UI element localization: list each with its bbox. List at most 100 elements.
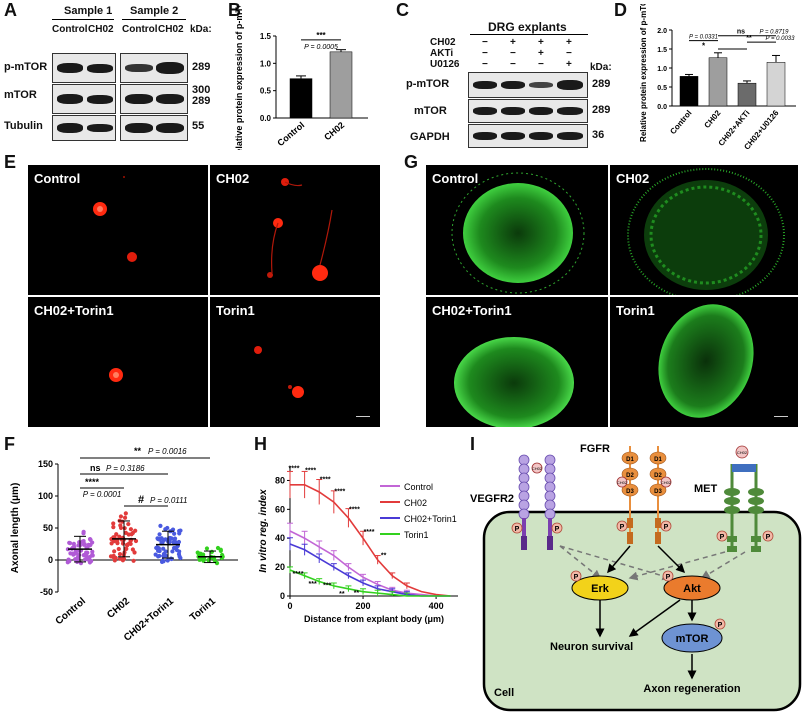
vegfr2-domain xyxy=(518,499,530,511)
fgfr-domain-label: D2 xyxy=(626,473,634,479)
data-point xyxy=(65,547,71,552)
vegfr2-domain xyxy=(544,463,556,475)
sample2-label: Sample 2 xyxy=(130,5,179,17)
micrograph-label: CH02 xyxy=(216,171,250,186)
fgfr-domain xyxy=(621,467,639,481)
micrograph-label: Control xyxy=(34,171,81,186)
data-point xyxy=(170,527,176,532)
fgfr-domain-label: D1 xyxy=(654,457,662,463)
sample1-line xyxy=(52,19,114,20)
y-tick-label: 1.5 xyxy=(657,47,667,54)
treatment-sign: − xyxy=(538,59,544,70)
data-point xyxy=(218,548,223,554)
ligand-ch02 xyxy=(660,476,672,488)
treatment-sign: + xyxy=(538,37,544,48)
p-value: P = 0.8719 xyxy=(760,30,790,36)
treatment-name: AKTi xyxy=(430,48,454,59)
drg-title: DRG explants xyxy=(488,20,567,34)
x-tick-label: 400 xyxy=(429,601,444,611)
data-point xyxy=(81,531,86,536)
bar xyxy=(766,62,786,107)
sig-stars: **** xyxy=(364,529,375,536)
fgfr-transmembrane xyxy=(655,518,661,528)
fgfr-kinase xyxy=(627,532,633,544)
vegfr2-domain xyxy=(518,481,530,493)
phospho-label: P xyxy=(515,526,520,533)
blot-a-tubulin-s1 xyxy=(52,115,116,141)
y-tick-label: 1.0 xyxy=(657,66,667,73)
x-tick-label: 200 xyxy=(356,601,371,611)
phospho-label: P xyxy=(664,524,669,531)
blot-a-pmtor-s1 xyxy=(52,53,116,83)
data-point xyxy=(123,511,128,516)
blot-a-mtor-s2 xyxy=(120,84,188,114)
panel-label-i: I xyxy=(470,434,476,454)
series-line xyxy=(289,543,451,597)
data-point xyxy=(165,525,170,531)
data-point xyxy=(130,530,135,536)
micrograph-label: Control xyxy=(432,171,479,186)
p-value: P = 0.0111 xyxy=(150,496,187,505)
node-erk xyxy=(571,575,629,601)
phospho-p xyxy=(511,522,523,534)
legend-label: Torin1 xyxy=(404,530,429,540)
bar xyxy=(329,51,353,119)
size-label: 289 xyxy=(592,104,611,116)
data-point xyxy=(70,551,76,556)
phospho-p xyxy=(716,530,728,542)
cell-membrane xyxy=(482,510,802,712)
data-point xyxy=(160,558,165,563)
phospho-p xyxy=(662,570,674,582)
vegfr2-domain xyxy=(544,454,556,466)
y-tick-label: 0.0 xyxy=(260,114,272,123)
blot-c-gapdh xyxy=(468,124,588,148)
data-point xyxy=(160,540,165,545)
y-axis-label: Relative protein expression of p-mTOR xyxy=(639,4,648,142)
fgfr-domain-label: D1 xyxy=(626,457,634,463)
data-point xyxy=(117,534,122,539)
data-point xyxy=(114,532,119,537)
micrograph-e-ch02: CH02 xyxy=(210,165,380,295)
vegfr2-kinase xyxy=(521,536,527,550)
data-point xyxy=(80,539,85,544)
row-label-gapdh: GAPDH xyxy=(410,131,450,143)
phospho-label: P xyxy=(720,534,725,541)
sig-stars: **** xyxy=(289,465,300,472)
met-sema xyxy=(732,464,756,472)
vegfr2-kinase xyxy=(547,536,553,550)
met-domain xyxy=(748,488,764,496)
p-value: P = 0.3186 xyxy=(106,464,145,473)
legend-label: Control xyxy=(404,482,433,492)
vegfr2-domain xyxy=(518,490,530,502)
sig-hash: # xyxy=(138,494,144,506)
sig-stars: * xyxy=(702,42,706,51)
data-point xyxy=(165,558,170,563)
sig-stars: **** xyxy=(305,467,316,474)
data-point xyxy=(177,549,182,554)
data-point xyxy=(117,552,123,557)
sig-stars: **** xyxy=(334,489,345,496)
data-point xyxy=(177,554,182,559)
data-point xyxy=(66,557,71,562)
data-point xyxy=(87,557,92,562)
sig-ns: ns xyxy=(737,29,745,36)
fgfr-transmembrane xyxy=(627,518,633,528)
sig-ns: ns xyxy=(90,463,101,473)
phospho-p xyxy=(616,520,628,532)
row-label-pmtor: p-mTOR xyxy=(4,61,48,73)
data-point xyxy=(171,545,177,551)
x-tick-label: CH02 xyxy=(105,596,132,621)
sig-stars: ** xyxy=(339,591,345,598)
data-point xyxy=(116,546,121,552)
p-value: P = 0.0016 xyxy=(148,447,187,456)
data-point xyxy=(220,554,225,559)
fgfr-kinase xyxy=(655,532,661,544)
data-point xyxy=(71,541,76,546)
y-axis-label: In vitro reg. index xyxy=(258,489,269,573)
data-point xyxy=(157,536,162,541)
y-tick-label: 40 xyxy=(275,533,285,543)
row-label-pmtor: p-mTOR xyxy=(406,78,450,90)
met-domain xyxy=(724,506,740,514)
